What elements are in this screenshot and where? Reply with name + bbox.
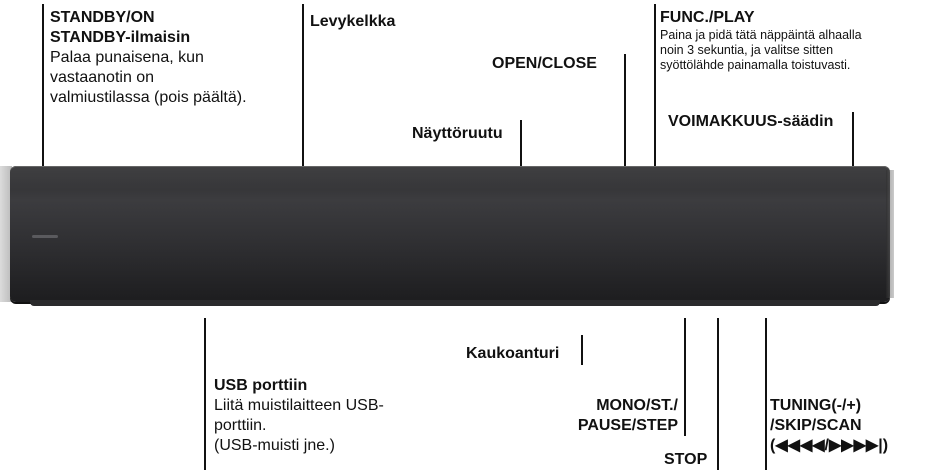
standby-label-group: STANDBY/ON STANDBY-ilmaisin Palaa punais… bbox=[50, 8, 247, 108]
standby-desc-line: valmiustilassa (pois päältä). bbox=[50, 89, 247, 106]
stop-label: STOP bbox=[664, 451, 708, 468]
func-play-desc-line: Paina ja pidä tätä näppäintä alhaalla bbox=[660, 28, 862, 42]
volume-label: VOIMAKKUUS-säädin bbox=[668, 113, 834, 130]
standby-leader-line bbox=[42, 4, 44, 166]
mono-label-line: PAUSE/STEP bbox=[577, 417, 678, 434]
device-left-edge bbox=[0, 166, 12, 302]
mono-label-line: MONO/ST./ bbox=[596, 397, 678, 414]
disc-tray-label: Levykelkka bbox=[310, 13, 396, 30]
standby-desc-line: vastaanotin on bbox=[50, 69, 155, 86]
remote-sensor-label: Kaukoanturi bbox=[466, 345, 560, 362]
open-close-label: OPEN/CLOSE bbox=[492, 55, 597, 72]
tuning-label-group: TUNING(-/+) /SKIP/SCAN (◀◀◀◀/▶▶▶▶|) bbox=[770, 396, 888, 456]
tuning-label-line: (◀◀◀◀/▶▶▶▶|) bbox=[770, 437, 889, 454]
tuning-leader-line bbox=[765, 318, 767, 470]
func-play-label-group: FUNC./PLAY Paina ja pidä tätä näppäintä … bbox=[660, 8, 862, 73]
func-play-desc-line: noin 3 sekuntia, ja valitse sitten bbox=[660, 43, 834, 57]
stop-leader-line bbox=[717, 318, 719, 470]
usb-leader-line bbox=[204, 318, 206, 470]
tuning-label-line: TUNING(-/+) bbox=[770, 397, 862, 414]
disc-tray-leader-line bbox=[302, 4, 304, 166]
usb-label-group: USB porttiin Liitä muistilaitteen USB- p… bbox=[214, 376, 384, 456]
func-play-leader-line bbox=[654, 4, 656, 166]
volume-leader-line bbox=[852, 112, 854, 166]
func-play-title: FUNC./PLAY bbox=[660, 9, 755, 26]
mono-leader-line bbox=[684, 318, 686, 436]
mono-label-group: MONO/ST./ PAUSE/STEP bbox=[560, 396, 678, 436]
receiver-front-panel bbox=[10, 166, 890, 302]
device-bottom-lip bbox=[30, 300, 880, 306]
display-label: Näyttöruutu bbox=[412, 125, 503, 142]
remote-sensor-leader-line bbox=[581, 335, 583, 365]
display-leader-line bbox=[520, 120, 522, 166]
standby-indicator-title: STANDBY-ilmaisin bbox=[50, 29, 191, 46]
standby-indicator bbox=[32, 235, 58, 238]
open-close-leader-line bbox=[624, 54, 626, 166]
standby-desc-line: Palaa punaisena, kun bbox=[50, 49, 204, 66]
device-right-edge bbox=[886, 170, 894, 298]
tuning-label-line: /SKIP/SCAN bbox=[770, 417, 862, 434]
usb-desc-line: porttiin. bbox=[214, 417, 267, 434]
usb-desc-line: (USB-muisti jne.) bbox=[214, 437, 335, 454]
usb-desc-line: Liitä muistilaitteen USB- bbox=[214, 397, 384, 414]
usb-title: USB porttiin bbox=[214, 377, 308, 394]
standby-title: STANDBY/ON bbox=[50, 9, 155, 26]
func-play-desc-line: syöttölähde painamalla toistuvasti. bbox=[660, 58, 851, 72]
